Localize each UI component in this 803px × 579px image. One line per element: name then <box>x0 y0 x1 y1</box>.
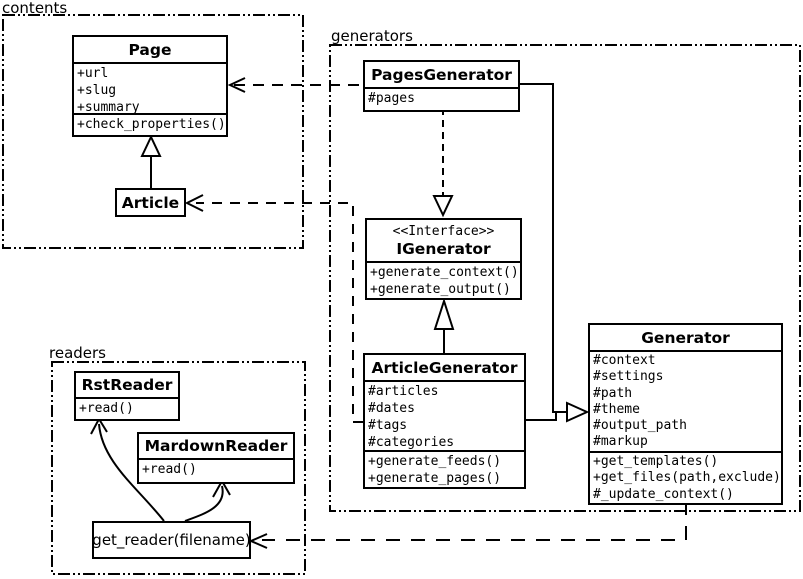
method: #_update_context() <box>593 486 734 502</box>
generalization-articlegenerator-to-igenerator-triangle <box>433 297 455 330</box>
generalization-articlegenerator-to-generator-line <box>525 413 557 421</box>
method: +check_properties() <box>77 117 226 132</box>
attribute: +url <box>77 66 109 81</box>
method: +generate_output() <box>370 282 511 297</box>
attribute: #markup <box>593 434 648 450</box>
package-contents-label: contents <box>2 0 68 17</box>
method: +read() <box>142 462 197 477</box>
class-rstreader-name: RstReader <box>81 376 173 394</box>
method: +read() <box>79 401 134 416</box>
attribute: #theme <box>593 401 640 417</box>
generalization-to-generator-triangle <box>566 401 590 423</box>
class-igenerator-title: <<Interface>> IGenerator <box>367 220 520 261</box>
class-articlegenerator-attributes: #articles #dates #tags #categories <box>365 380 524 450</box>
package-readers-border <box>51 361 306 575</box>
method: +generate_context() <box>370 265 519 280</box>
dependency-pagesgenerator-to-page-arrowhead <box>227 77 246 93</box>
dependency-generator-to-getreader-line <box>262 501 687 541</box>
class-igenerator-methods: +generate_context() +generate_output() <box>367 261 520 298</box>
class-mardownreader-name: MardownReader <box>144 437 288 455</box>
class-generator-name: Generator <box>641 328 730 347</box>
class-igenerator-stereotype: <<Interface>> <box>392 224 495 239</box>
class-generator-attributes: #context #settings #path #theme #output_… <box>590 350 781 451</box>
method: +generate_pages() <box>368 471 502 486</box>
class-pagesgenerator-attributes: #pages <box>365 87 518 110</box>
class-page: Page +url +slug +summary +check_properti… <box>72 35 228 137</box>
attribute: #categories <box>368 435 455 450</box>
attribute: #output_path <box>593 418 687 434</box>
package-readers-label: readers <box>49 344 106 362</box>
attribute: +slug <box>77 83 117 98</box>
attribute: #dates <box>368 401 415 416</box>
class-rstreader: RstReader +read() <box>74 371 180 421</box>
method: +generate_feeds() <box>368 454 502 469</box>
dependency-generator-to-getreader-arrowhead <box>248 533 268 549</box>
attribute: #articles <box>368 384 439 399</box>
dependency-articlegenerator-to-article-line <box>196 202 363 423</box>
class-article: Article <box>115 188 186 217</box>
function-get-reader-label: get_reader(filename) <box>92 531 251 549</box>
class-igenerator-name: IGenerator <box>396 240 491 258</box>
arrow-getreader-to-rstreader-curve <box>98 423 165 522</box>
attribute: #path <box>593 385 633 401</box>
class-page-methods: +check_properties() <box>74 113 226 135</box>
method: +get_files(path,exclude) <box>593 470 781 486</box>
attribute: #context <box>593 353 656 368</box>
class-generator: Generator #context #settings #path #them… <box>588 323 783 505</box>
function-get-reader: get_reader(filename) <box>92 521 251 559</box>
class-article-name: Article <box>121 193 180 212</box>
class-pagesgenerator-name: PagesGenerator <box>371 65 512 84</box>
class-mardownreader: MardownReader +read() <box>137 432 295 484</box>
attribute: +summary <box>77 100 140 113</box>
attribute: #settings <box>593 369 664 385</box>
package-generators-label: generators <box>331 27 413 45</box>
class-pagesgenerator: PagesGenerator #pages <box>363 60 520 112</box>
arrow-getreader-to-mardownreader-curve <box>184 485 224 522</box>
dependency-articlegenerator-to-article-arrowhead <box>184 194 204 212</box>
realization-pagesgenerator-to-igenerator-triangle <box>432 195 454 218</box>
class-page-name: Page <box>128 40 172 59</box>
class-igenerator: <<Interface>> IGenerator +generate_conte… <box>365 218 522 300</box>
class-generator-methods: +get_templates() +get_files(path,exclude… <box>590 451 781 503</box>
package-contents-border <box>2 14 304 249</box>
method: +get_templates() <box>593 454 719 469</box>
class-articlegenerator-methods: +generate_feeds() +generate_pages() <box>365 450 524 487</box>
class-articlegenerator: ArticleGenerator #articles #dates #tags … <box>363 353 526 489</box>
attribute: #tags <box>368 418 408 433</box>
class-page-attributes: +url +slug +summary <box>74 62 226 113</box>
generalization-pagesgenerator-to-generator-line <box>520 83 567 413</box>
generalization-article-to-page-triangle <box>140 134 162 157</box>
class-rstreader-methods: +read() <box>76 397 178 419</box>
attribute: #pages <box>368 91 415 106</box>
package-generators-border <box>329 44 801 512</box>
class-mardownreader-methods: +read() <box>139 458 293 482</box>
class-articlegenerator-name: ArticleGenerator <box>371 358 518 377</box>
